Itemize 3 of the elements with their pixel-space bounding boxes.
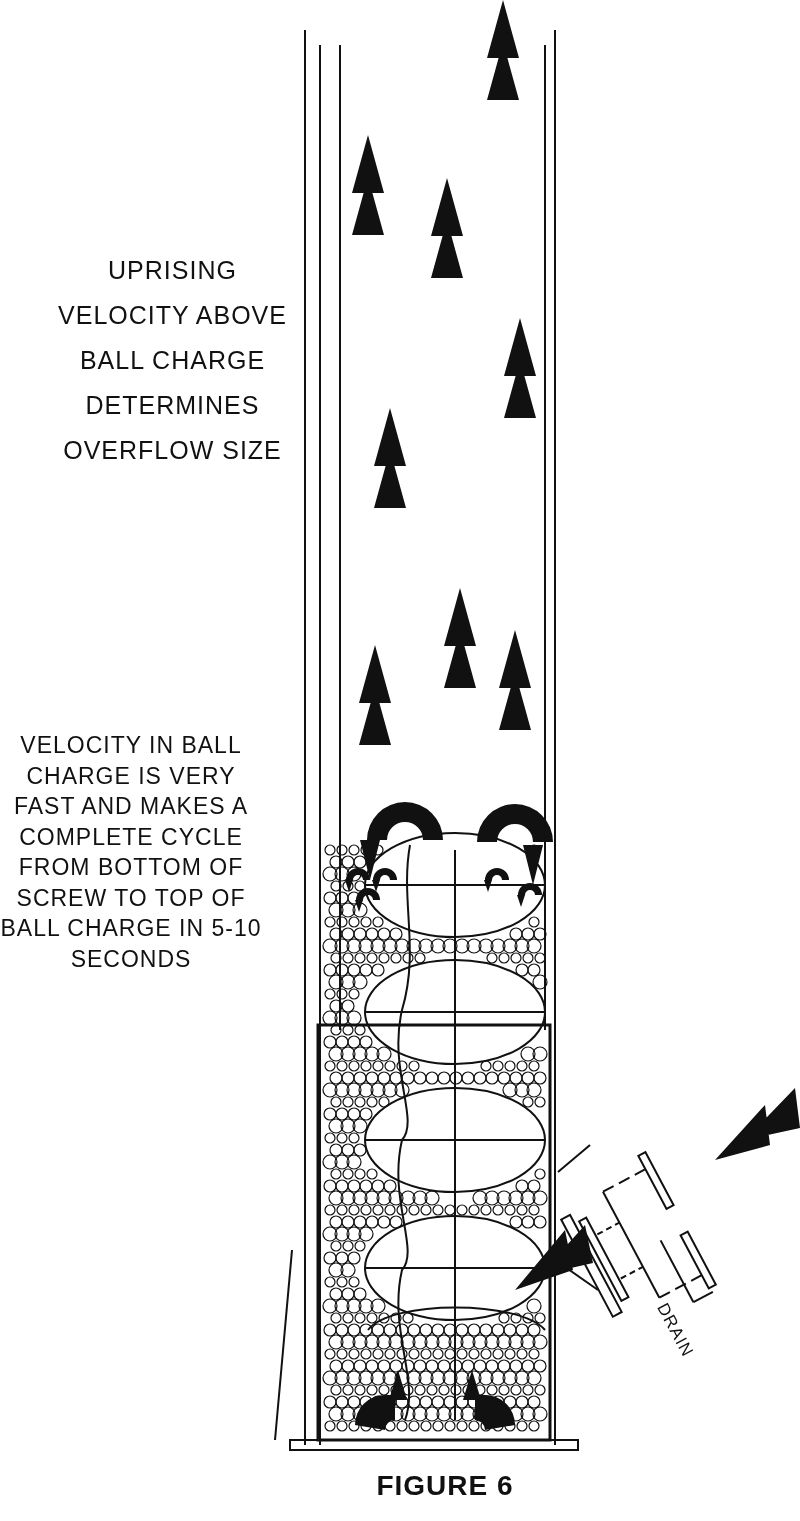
- note-text: VELOCITY IN BALL CHARGE IS VERY FAST AND MAKES A COMPLETE CYCLE FROM BOTTOM OF SCREW TO TOP OF BALL CHARGE IN 5-10 SECONDS: [0, 731, 262, 974]
- figure-caption: FIGURE 6: [375, 1470, 515, 1502]
- note-text: UPRISING VELOCITY ABOVE BALL CHARGE DETERMINES OVERFLOW SIZE: [58, 255, 287, 466]
